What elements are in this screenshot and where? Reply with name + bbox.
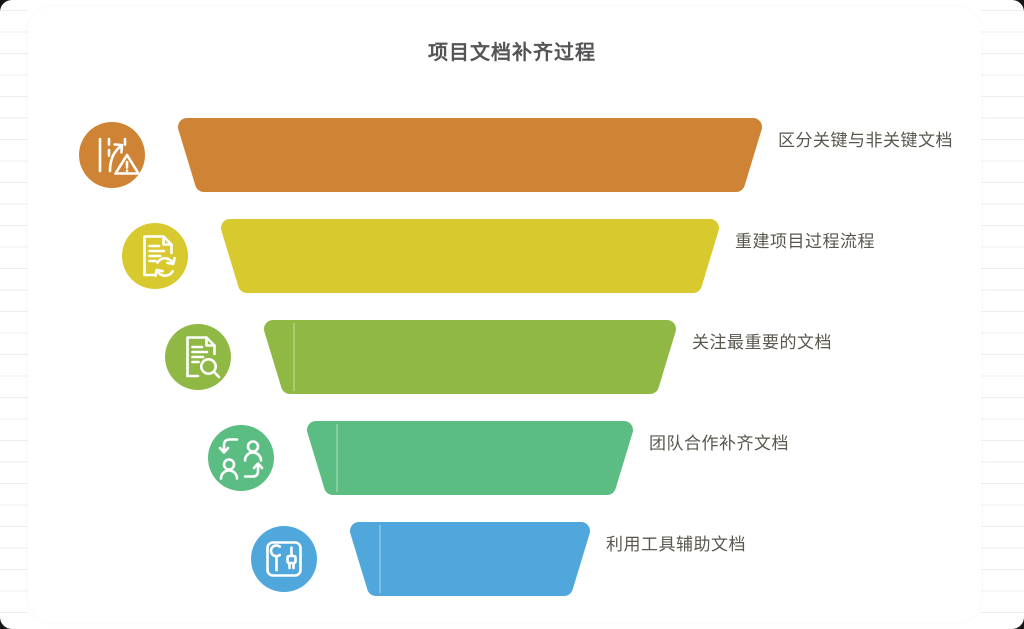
funnel-level-label: 关注最重要的文档 bbox=[692, 333, 832, 352]
road-warning-icon bbox=[79, 122, 145, 188]
funnel-level-label: 重建项目过程流程 bbox=[735, 232, 875, 251]
people-exchange-icon bbox=[208, 425, 274, 491]
funnel-level-label: 区分关键与非关键文档 bbox=[778, 131, 953, 150]
funnel-level-label: 团队合作补齐文档 bbox=[649, 434, 789, 453]
funnel-bar bbox=[178, 118, 762, 192]
funnel-bar bbox=[264, 320, 676, 394]
ruled-lines-left bbox=[0, 0, 28, 629]
ruled-lines-right bbox=[981, 0, 1024, 629]
funnel-bar bbox=[221, 219, 719, 293]
document-refresh-icon bbox=[122, 223, 188, 289]
tools-icon bbox=[251, 526, 317, 592]
content-card bbox=[28, 7, 981, 622]
page-title: 项目文档补齐过程 bbox=[428, 42, 596, 64]
funnel-bar bbox=[350, 522, 590, 596]
funnel-bar bbox=[307, 421, 633, 495]
document-search-icon bbox=[165, 324, 231, 390]
funnel-level-label: 利用工具辅助文档 bbox=[606, 535, 746, 554]
